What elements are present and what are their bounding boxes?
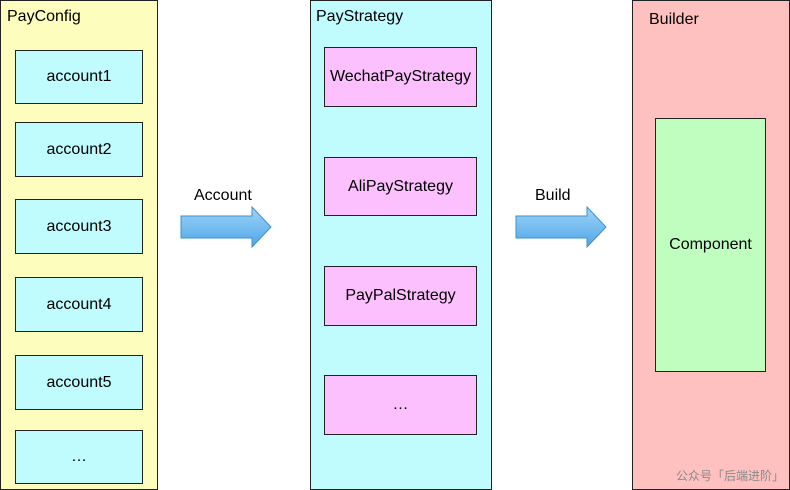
strategy-box-label: … bbox=[392, 396, 409, 413]
build-arrow-label: Build bbox=[535, 187, 571, 204]
strategy-box-label: WechatPayStrategy bbox=[329, 68, 472, 85]
strategy-box-alipay: AliPayStrategy bbox=[324, 157, 477, 216]
account-box-label: account4 bbox=[46, 295, 112, 313]
account-box-1: account1 bbox=[15, 50, 143, 104]
account-box-more: … bbox=[15, 430, 143, 484]
component-box: Component bbox=[655, 118, 766, 372]
watermark-text: 公众号「后端进阶」 bbox=[676, 469, 785, 483]
build-arrow-icon bbox=[515, 206, 607, 248]
account-box-2: account2 bbox=[15, 122, 143, 177]
account-box-label: account1 bbox=[46, 68, 112, 85]
account-box-label: account5 bbox=[46, 373, 112, 391]
account-box-3: account3 bbox=[15, 199, 143, 254]
payconfig-title: PayConfig bbox=[7, 8, 81, 25]
strategy-box-label: AliPayStrategy bbox=[348, 177, 453, 195]
account-arrow-label: Account bbox=[194, 187, 252, 204]
strategy-box-more: … bbox=[324, 375, 477, 435]
account-arrow-icon bbox=[180, 206, 272, 248]
paystrategy-title: PayStrategy bbox=[316, 8, 404, 25]
account-box-5: account5 bbox=[15, 355, 143, 410]
strategy-box-wechat: WechatPayStrategy bbox=[324, 47, 477, 107]
component-label: Component bbox=[669, 236, 752, 253]
account-box-label: account2 bbox=[46, 140, 112, 158]
account-box-label: account3 bbox=[46, 217, 112, 235]
strategy-box-paypal: PayPalStrategy bbox=[324, 266, 477, 326]
builder-title: Builder bbox=[649, 11, 699, 28]
account-box-label: … bbox=[71, 448, 87, 465]
account-box-4: account4 bbox=[15, 277, 143, 332]
strategy-box-label: PayPalStrategy bbox=[345, 287, 456, 304]
